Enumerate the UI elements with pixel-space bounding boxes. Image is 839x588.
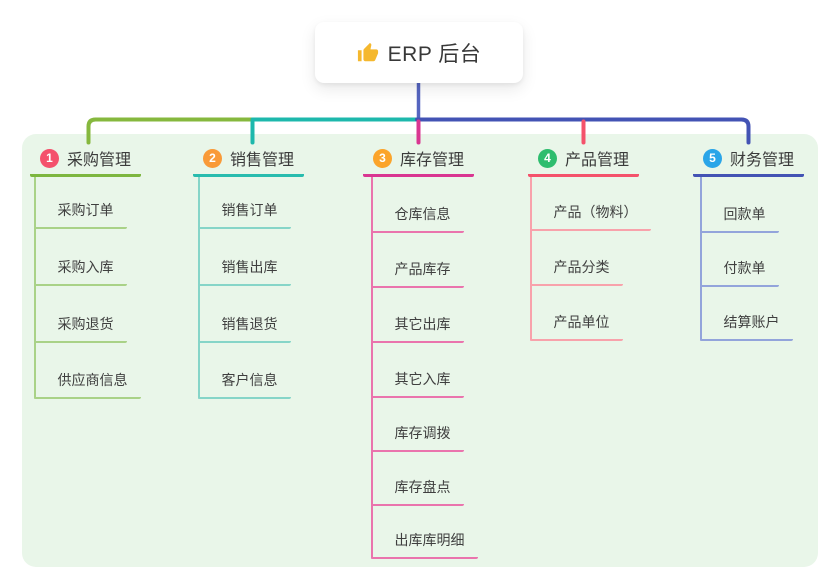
child-node[interactable]: 其它出库 (370, 314, 464, 343)
child-node[interactable]: 销售出库 (197, 257, 291, 286)
thumbs-up-icon (357, 42, 378, 61)
branch-label: 库存管理 (399, 152, 464, 169)
child-node[interactable]: 付款单 (699, 258, 779, 287)
branch-node-sales[interactable]: 2 销售管理 (193, 146, 304, 177)
branch-node-procurement[interactable]: 1 采购管理 (30, 146, 141, 177)
branch-number-badge: 2 (202, 148, 222, 168)
branch-number-badge: 5 (702, 148, 722, 168)
child-node[interactable]: 仓库信息 (370, 204, 464, 233)
branch-label: 采购管理 (66, 152, 131, 169)
branch-number-badge: 4 (537, 148, 557, 168)
child-node[interactable]: 供应商信息 (33, 370, 141, 399)
branch-number-badge: 3 (372, 148, 392, 168)
child-node[interactable]: 销售订单 (197, 200, 291, 229)
child-node[interactable]: 采购退货 (33, 314, 127, 343)
branch-label: 财务管理 (729, 152, 794, 169)
branch-label: 销售管理 (229, 152, 294, 169)
branch-rail-line (529, 176, 532, 341)
branch-node-finance[interactable]: 5 财务管理 (693, 146, 804, 177)
child-node[interactable]: 客户信息 (197, 370, 291, 399)
branch-rail-line (197, 176, 200, 399)
branch-rail-line (699, 176, 702, 341)
thumbs-up-icon-shape (357, 42, 378, 61)
root-node-label: ERP 后台 (387, 42, 482, 66)
child-node[interactable]: 销售退货 (197, 314, 291, 343)
branch-node-product[interactable]: 4 产品管理 (528, 146, 639, 177)
branch-rail-line (370, 176, 373, 559)
child-node[interactable]: 其它入库 (370, 369, 464, 398)
branch-node-inventory[interactable]: 3 库存管理 (363, 146, 474, 177)
root-node[interactable]: ERP 后台 (315, 22, 523, 83)
child-node[interactable]: 采购入库 (33, 257, 127, 286)
child-node[interactable]: 产品单位 (529, 312, 623, 341)
child-node[interactable]: 出库库明细 (370, 530, 478, 559)
branch-number-badge: 1 (39, 148, 59, 168)
mindmap-background-panel (22, 134, 818, 567)
child-node[interactable]: 结算账户 (699, 312, 793, 341)
child-node[interactable]: 库存调拨 (370, 423, 464, 452)
child-node[interactable]: 产品库存 (370, 259, 464, 288)
child-node[interactable]: 产品（物料） (529, 202, 651, 231)
branch-label: 产品管理 (564, 152, 629, 169)
branch-rail-line (33, 176, 36, 399)
child-node[interactable]: 回款单 (699, 204, 779, 233)
child-node[interactable]: 库存盘点 (370, 477, 464, 506)
child-node[interactable]: 采购订单 (33, 200, 127, 229)
child-node[interactable]: 产品分类 (529, 257, 623, 286)
